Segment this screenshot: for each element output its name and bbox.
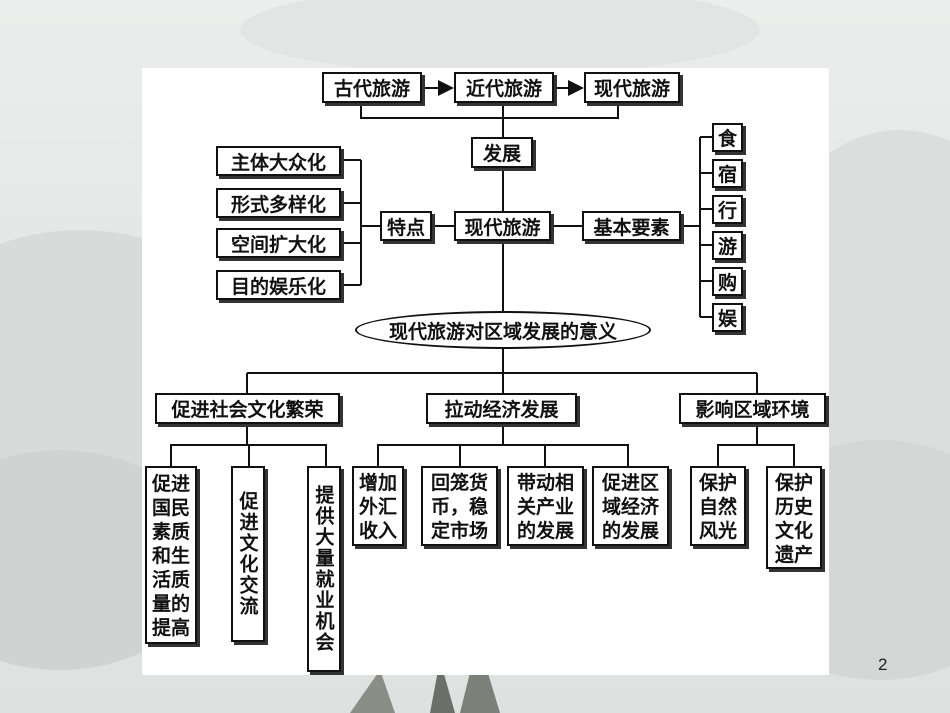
economy-item-currency: 回笼货币，稳定市场 [421,466,498,546]
economy-item-regional: 促进区域经济的发展 [592,466,669,546]
env-item-nature: 保护自然风光 [690,466,746,546]
page-number: 2 [878,655,888,674]
history-modern-early: 近代旅游 [454,72,554,103]
feature-item: 形式多样化 [216,188,341,218]
element-item: 购 [712,267,743,296]
env-item-heritage: 保护历史文化遗产 [766,466,822,569]
elements-label: 基本要素 [582,211,681,241]
center-box: 现代旅游 [454,211,551,241]
features-label: 特点 [380,211,432,241]
significance-oval: 现代旅游对区域发展的意义 [355,311,651,349]
social-item-quality: 促进国民素质和生活质量的提高 [145,466,197,644]
element-item: 宿 [712,159,743,188]
element-item: 食 [712,123,743,152]
element-item: 行 [712,195,743,224]
economy-item-industry: 带动相关产业的发展 [507,466,584,546]
develop-box: 发展 [471,137,533,168]
branch-economy: 拉动经济发展 [426,393,577,424]
feature-item: 目的娱乐化 [216,270,341,300]
branch-social: 促进社会文化繁荣 [155,393,340,424]
social-item-culture-exchange: 促进文化交流 [231,466,265,642]
element-item: 游 [712,231,743,260]
history-ancient: 古代旅游 [322,72,422,103]
feature-item: 空间扩大化 [216,228,341,258]
economy-item-forex: 增加外汇收入 [352,466,404,546]
social-item-employment: 提供大量就业机会 [307,466,341,672]
element-item: 娱 [712,303,743,332]
branch-environment: 影响区域环境 [679,393,826,424]
feature-item: 主体大众化 [216,146,341,176]
history-contemporary: 现代旅游 [584,72,680,103]
